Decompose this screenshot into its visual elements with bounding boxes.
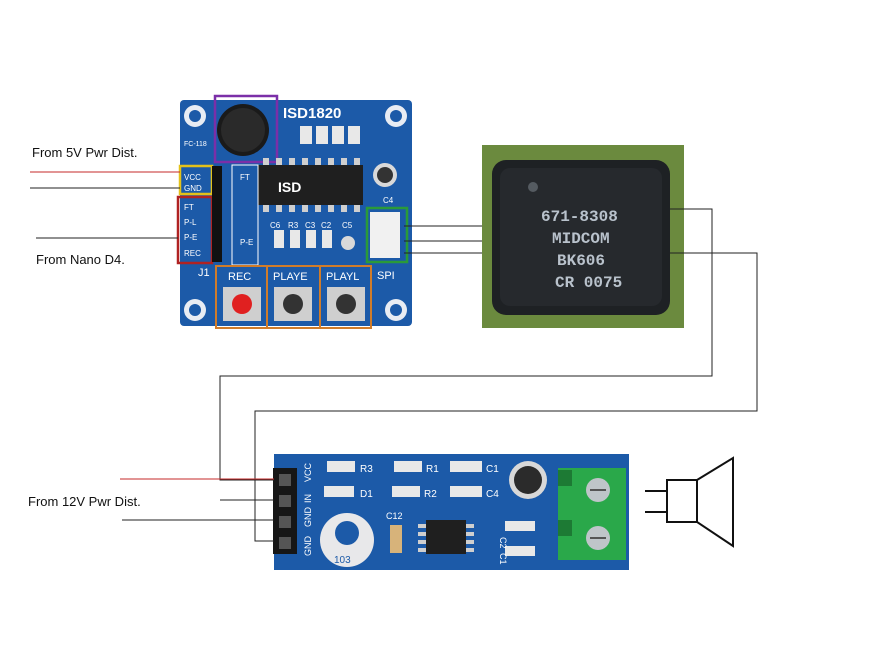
amp-pin-vcc: VCC [303,462,313,482]
transformer-line-2: MIDCOM [552,230,610,248]
pin-gnd: GND [184,184,202,193]
rec-button [232,294,252,314]
isd-title: ISD1820 [283,105,341,122]
svg-text:R3: R3 [288,221,299,230]
transformer-line-4: CR 0075 [555,274,622,292]
isd-chip [258,165,363,205]
svg-text:R3: R3 [360,464,373,475]
button-rec-label: REC [228,271,251,283]
pot-label: 103 [334,555,351,566]
svg-text:P-E: P-E [240,238,253,247]
svg-text:C1: C1 [486,464,499,475]
pin-vcc: VCC [184,173,201,182]
amp-pin-gnd-1: GND [303,507,313,528]
pin-ft: FT [184,203,194,212]
svg-text:C4: C4 [486,489,499,500]
svg-text:D1: D1 [360,489,373,500]
svg-text:C4: C4 [383,196,394,205]
svg-text:FT: FT [240,173,250,182]
transformer: 671-8308 MIDCOM BK606 CR 0075 [482,145,684,328]
isd-model: FC-118 [184,141,207,148]
button-playl-label: PLAYL [326,271,359,283]
spi-label: SPI [377,270,395,282]
svg-text:C12: C12 [386,511,403,521]
transformer-line-1: 671-8308 [541,208,618,226]
playl-button [336,294,356,314]
wires [30,171,758,542]
amp-pin-gnd-2: GND [303,536,313,557]
pin-pl: P-L [184,218,197,227]
pin-pe: P-E [184,233,197,242]
svg-text:C2: C2 [498,537,508,549]
amp-board: VCC IN GND GND R3 R1 C1 D1 R2 C4 C12 [273,454,629,570]
label-nano-d4: From Nano D4. [36,252,125,267]
isd1820-board: ISD1820 FC-118 ISD VCC GND FT P-L P-E [176,94,412,329]
transformer-line-3: BK606 [557,252,605,270]
label-12v-power: From 12V Pwr Dist. [28,494,141,509]
header-j1: J1 [198,267,210,279]
playe-button [283,294,303,314]
amp-chip [426,520,466,554]
pin-rec: REC [184,249,201,258]
speaker-icon [645,456,734,548]
svg-text:R1: R1 [426,464,439,475]
svg-text:C3: C3 [305,221,316,230]
label-5v-power: From 5V Pwr Dist. [32,145,138,160]
isd-chip-text: ISD [278,179,301,195]
svg-text:R2: R2 [424,489,437,500]
amp-pin-in: IN [303,494,313,503]
button-playe-label: PLAYE [273,271,308,283]
svg-text:C2: C2 [321,221,332,230]
svg-text:C5: C5 [342,221,353,230]
svg-text:C1: C1 [498,553,508,565]
speaker-connector [370,212,400,258]
svg-text:C6: C6 [270,221,281,230]
